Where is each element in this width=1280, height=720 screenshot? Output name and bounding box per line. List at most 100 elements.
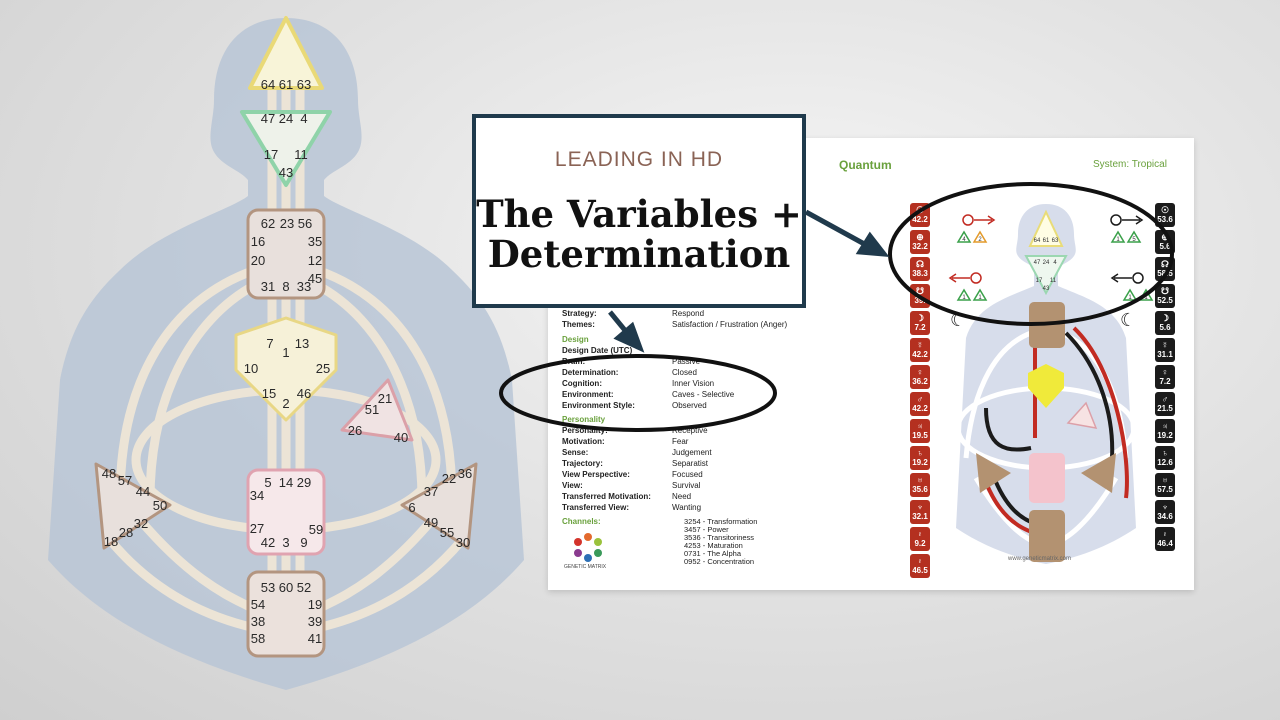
gate-label: 29 bbox=[297, 475, 311, 490]
gate-label: 31 bbox=[261, 279, 275, 294]
gate-label: 30 bbox=[456, 535, 470, 550]
root-center bbox=[246, 570, 326, 658]
genetic-matrix-logo bbox=[574, 533, 602, 562]
throat-center bbox=[246, 208, 326, 300]
gate-label: 24 bbox=[279, 111, 293, 126]
info-row: Design Date (UTC) bbox=[562, 346, 633, 355]
gate-label: 40 bbox=[394, 430, 408, 445]
gate-label: 24 bbox=[1043, 260, 1050, 266]
planet-badge: ♂21.5 bbox=[1155, 392, 1175, 416]
info-row: View Perspective:Focused bbox=[562, 470, 703, 479]
gate-label: 19 bbox=[308, 597, 322, 612]
title-line-2: Determination bbox=[487, 232, 791, 276]
info-row: View:Survival bbox=[562, 481, 701, 490]
arrow-value: 2 bbox=[978, 237, 982, 243]
gate-label: 48 bbox=[102, 466, 116, 481]
info-row: Environment:Caves - Selective bbox=[562, 390, 735, 399]
gate-label: 22 bbox=[442, 471, 456, 486]
gate-label: 11 bbox=[1050, 278, 1057, 284]
planet-badge: ♃19.2 bbox=[1155, 419, 1175, 443]
gate-label: 53 bbox=[261, 580, 275, 595]
arrow-value: 1 bbox=[1116, 237, 1120, 243]
gate-label: 37 bbox=[424, 484, 438, 499]
gate-label: 56 bbox=[298, 216, 312, 231]
gate-label: 35 bbox=[308, 234, 322, 249]
gate-label: 50 bbox=[153, 498, 167, 513]
gate-label: 42 bbox=[261, 535, 275, 550]
gate-label: 9 bbox=[300, 535, 307, 550]
chart-header-title: Quantum bbox=[839, 158, 892, 172]
info-row: Personality:Receptive bbox=[562, 426, 708, 435]
pointer-arrows bbox=[608, 209, 890, 353]
gate-label: 41 bbox=[308, 631, 322, 646]
gate-label: 20 bbox=[251, 253, 265, 268]
gate-label: 36 bbox=[458, 466, 472, 481]
title-box: LEADING IN HD The Variables + Determinat… bbox=[472, 114, 806, 308]
arrow-value: 4 bbox=[962, 237, 966, 243]
gate-label: 13 bbox=[295, 336, 309, 351]
solar-plexus-center bbox=[400, 462, 478, 550]
planet-badge: ☽7.2 bbox=[910, 311, 930, 335]
gate-label: 43 bbox=[1043, 286, 1050, 292]
info-row: Motivation:Fear bbox=[562, 437, 689, 446]
head-center bbox=[248, 16, 324, 90]
variables-highlight-ellipse bbox=[888, 182, 1174, 326]
channel-item: 3457 - Power bbox=[684, 525, 729, 534]
gate-label: 33 bbox=[297, 279, 311, 294]
gate-label: 63 bbox=[1052, 238, 1059, 244]
arrow-value: 1 bbox=[962, 295, 966, 301]
gate-label: 23 bbox=[280, 216, 294, 231]
gate-label: 63 bbox=[297, 77, 311, 92]
info-row: Transferred View:Wanting bbox=[562, 503, 702, 512]
gate-label: 62 bbox=[261, 216, 275, 231]
title-line-1: The Variables + bbox=[476, 192, 802, 236]
mini-bodygraph: 64 61 63 47 24 4 17 11 43 bbox=[955, 204, 1137, 564]
planet-badge: ⊕32.2 bbox=[910, 230, 930, 254]
chart-header-system: System: Tropical bbox=[1093, 159, 1167, 170]
arrow-value: 1 bbox=[1144, 295, 1148, 301]
gate-label: 44 bbox=[136, 484, 150, 499]
gate-label: 28 bbox=[119, 525, 133, 540]
moon-icon: ☾ bbox=[1120, 310, 1137, 330]
planet-badge: ☋52.5 bbox=[1155, 284, 1175, 308]
gate-label: 61 bbox=[1043, 238, 1050, 244]
gate-label: 21 bbox=[378, 391, 392, 406]
channel-item: 3254 - Transformation bbox=[684, 517, 758, 526]
website-text: www.geneticmatrix.com bbox=[1008, 556, 1072, 562]
g-center bbox=[234, 316, 338, 422]
planet-badge: ♅57.5 bbox=[1155, 473, 1175, 497]
gate-label: 34 bbox=[250, 488, 264, 503]
gate-label: 15 bbox=[262, 386, 276, 401]
determination-highlight-ellipse bbox=[499, 354, 777, 432]
gate-label: 51 bbox=[365, 402, 379, 417]
info-row: Sense:Judgement bbox=[562, 448, 712, 457]
gate-label: 17 bbox=[264, 147, 278, 162]
gate-label: 49 bbox=[424, 515, 438, 530]
planet-badge: ♄19.2 bbox=[910, 446, 930, 470]
info-row: Themes:Satisfaction / Frustration (Anger… bbox=[562, 320, 788, 329]
planet-badge: ☉53.6 bbox=[1155, 203, 1175, 227]
gate-label: 5 bbox=[264, 475, 271, 490]
bodygraph-background: 64 61 63 47 24 4 17 11 43 62 23 56 16 35… bbox=[48, 16, 524, 690]
design-section-label: Design bbox=[562, 335, 589, 344]
planet-badge: ☽5.6 bbox=[1155, 311, 1175, 335]
gate-label: 45 bbox=[308, 271, 322, 286]
arrow-value: 1 bbox=[1128, 295, 1132, 301]
gate-label: 57 bbox=[118, 473, 132, 488]
planet-badge: ♇46.4 bbox=[1155, 527, 1175, 551]
gate-label: 1 bbox=[282, 345, 289, 360]
gate-label: 12 bbox=[308, 253, 322, 268]
design-arrows bbox=[948, 214, 996, 301]
gate-label: 11 bbox=[294, 147, 308, 162]
title-overline: LEADING IN HD bbox=[554, 148, 724, 171]
ajna-center bbox=[240, 110, 332, 187]
gate-label: 26 bbox=[348, 423, 362, 438]
planet-badge: ♇46.5 bbox=[910, 554, 930, 578]
planet-badge: ☿31.1 bbox=[1155, 338, 1175, 362]
personality-section-label: Personality bbox=[562, 415, 606, 424]
gate-label: 16 bbox=[251, 234, 265, 249]
planet-badge: ♀36.2 bbox=[910, 365, 930, 389]
gate-label: 58 bbox=[251, 631, 265, 646]
gate-label: 64 bbox=[261, 77, 275, 92]
